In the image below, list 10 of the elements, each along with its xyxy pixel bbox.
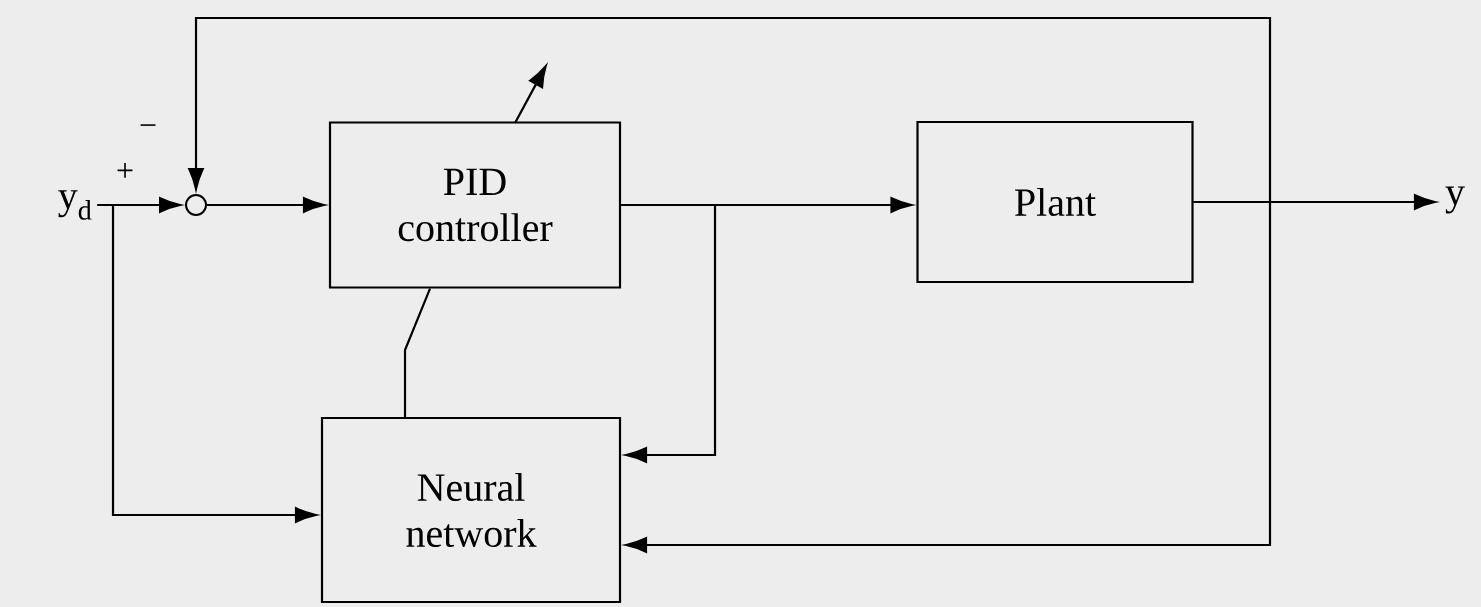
process-box: Plant: [916, 120, 1194, 284]
process-box: Neural network: [320, 416, 622, 604]
summing-junction: [185, 194, 207, 216]
signal-label: y$_{d}$: [58, 190, 92, 220]
arrow: [621, 203, 717, 463]
sign-label: +: [117, 162, 133, 178]
sign-label: −: [140, 124, 156, 126]
process-box: PID controller: [328, 121, 622, 289]
arrow: [188, 16, 1272, 204]
signal-label: y: [1445, 186, 1465, 214]
